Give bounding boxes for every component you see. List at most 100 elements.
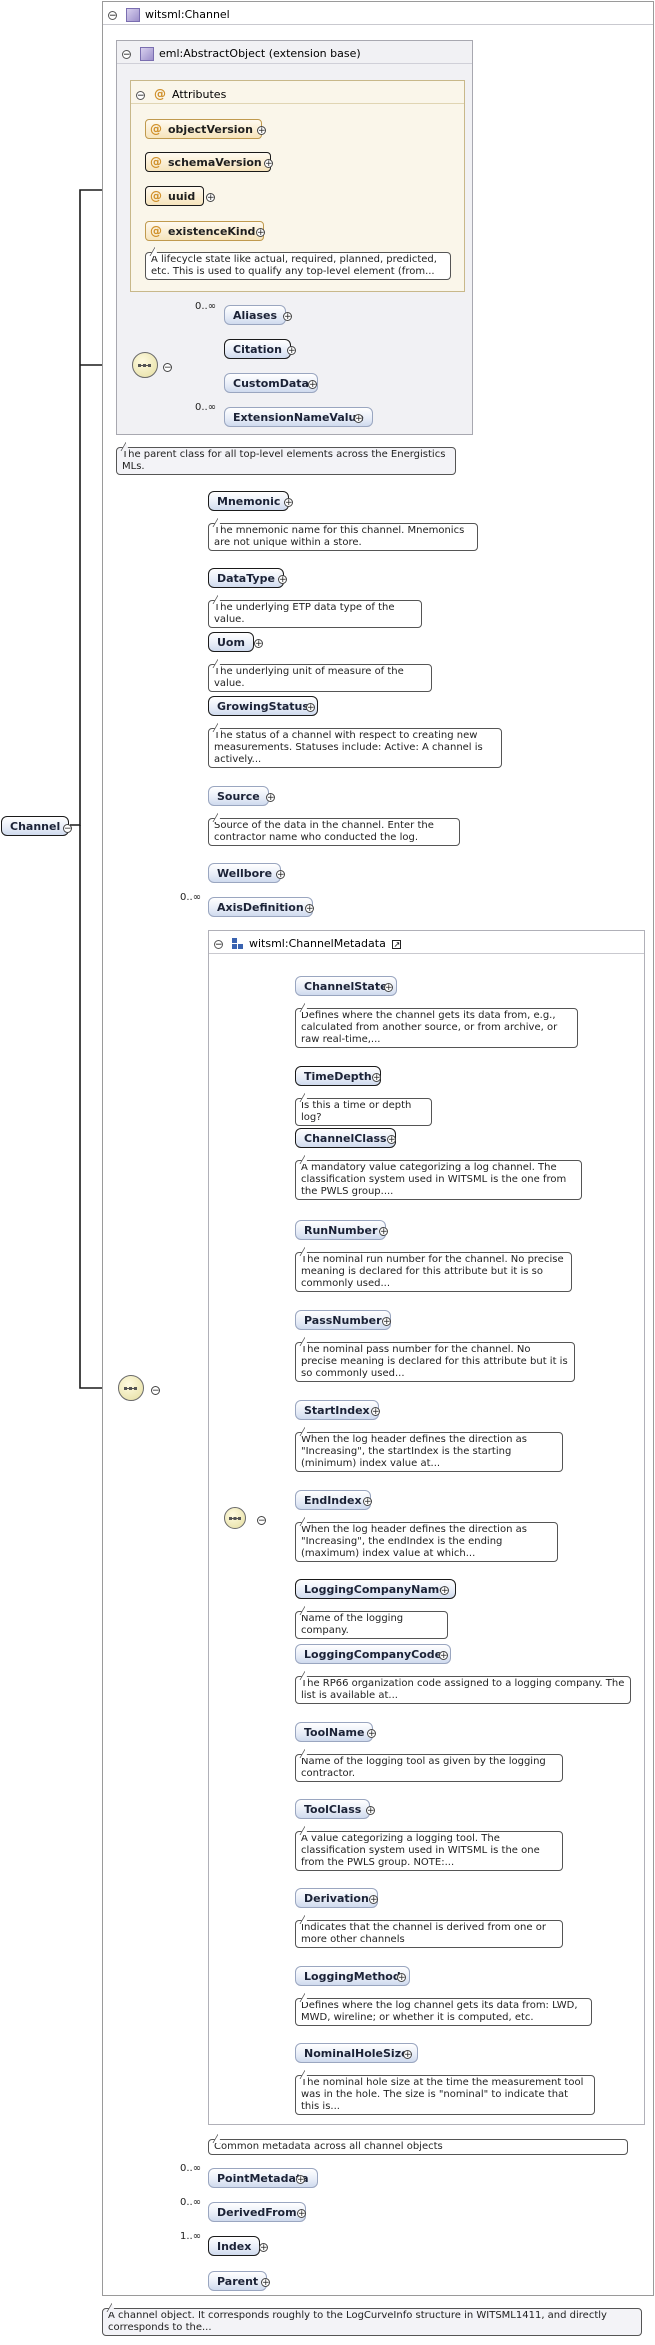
collapse-icon[interactable]: − [136,90,145,101]
metadata-logging-company-code[interactable]: LoggingCompanyCode [295,1644,452,1664]
element-mnemonic[interactable]: Mnemonic [208,491,290,511]
existence-kind-doc: A lifecycle state like actual, required,… [145,252,451,280]
expand-icon[interactable]: + [387,1135,396,1145]
element-citation[interactable]: Citation [224,339,291,359]
element-extension-name-value[interactable]: ExtensionNameValue [224,407,373,427]
metadata-nominal-hole-size[interactable]: NominalHoleSize [295,2043,418,2063]
run-number-doc: The nominal run number for the channel. … [295,1252,572,1292]
expand-icon[interactable]: + [206,193,215,203]
element-wellbore[interactable]: Wellbore [208,863,282,883]
element-uom[interactable]: Uom [208,632,254,652]
element-growing-status[interactable]: GrowingStatus [208,696,318,716]
expand-icon[interactable]: + [296,2175,305,2185]
metadata-end-index[interactable]: EndIndex [295,1490,371,1510]
element-custom-data[interactable]: CustomData [224,373,318,393]
expand-icon[interactable]: + [439,1651,448,1661]
expand-icon[interactable]: + [297,2209,306,2219]
abstract-title: eml:AbstractObject (extension base) [159,47,361,60]
root-element-channel[interactable]: Channel [1,816,70,836]
expand-icon[interactable]: + [403,2050,412,2060]
growing-status-doc: The status of a channel with respect to … [208,728,502,768]
expand-icon[interactable]: + [382,1317,391,1327]
sequence-compositor[interactable] [118,1375,144,1401]
expand-icon[interactable]: + [366,1806,375,1816]
abstract-object-doc: The parent class for all top-level eleme… [116,447,456,475]
metadata-channel-state[interactable]: ChannelState [295,976,397,996]
attribute-object-version[interactable]: @objectVersion [145,119,262,139]
complex-type-icon [232,938,244,950]
expand-icon[interactable]: + [372,1073,381,1083]
expand-icon[interactable]: + [287,346,296,356]
metadata-tool-class[interactable]: ToolClass [295,1799,371,1819]
sequence-compositor[interactable] [224,1507,246,1529]
metadata-tool-name[interactable]: ToolName [295,1722,374,1742]
pass-number-doc: The nominal pass number for the channel.… [295,1342,575,1382]
attribute-uuid[interactable]: @uuid [145,186,205,206]
expand-icon[interactable]: + [308,380,317,390]
metadata-derivation[interactable]: Derivation [295,1888,378,1908]
expand-icon[interactable]: + [254,639,263,649]
channel-state-doc: Defines where the channel gets its data … [295,1008,578,1048]
logging-method-doc: Defines where the log channel gets its d… [295,1998,592,2026]
expand-icon[interactable]: + [354,414,363,424]
collapse-icon[interactable]: − [151,1386,160,1396]
time-depth-doc: Is this a time or depth log? [295,1098,432,1126]
collapse-icon[interactable]: − [63,824,72,834]
attribute-at-icon: @ [150,122,162,136]
expand-icon[interactable]: + [440,1586,449,1596]
attribute-schema-version[interactable]: @schemaVersion [145,152,271,172]
metadata-logging-method[interactable]: LoggingMethod [295,1966,410,1986]
attribute-existence-kind[interactable]: @existenceKind [145,221,265,241]
channel-type-title: witsml:Channel [145,8,230,21]
element-parent[interactable]: Parent [208,2271,268,2291]
expand-icon[interactable]: + [276,870,285,880]
element-data-type[interactable]: DataType [208,568,284,588]
metadata-start-index[interactable]: StartIndex [295,1400,379,1420]
element-point-metadata[interactable]: PointMetadata [208,2168,318,2188]
sequence-icon [124,1387,137,1390]
collapse-icon[interactable]: − [214,939,223,950]
expand-icon[interactable]: + [367,1729,376,1739]
sequence-compositor[interactable] [132,352,158,378]
attribute-at-icon: @ [150,189,162,203]
sequence-icon [229,1517,241,1520]
expand-icon[interactable]: + [306,703,315,713]
expand-icon[interactable]: + [369,1895,378,1905]
expand-icon[interactable]: + [256,228,265,238]
collapse-icon[interactable]: − [163,363,172,373]
collapse-icon[interactable]: − [122,49,131,60]
attribute-at-icon: @ [154,87,166,101]
element-aliases[interactable]: Aliases [224,305,287,325]
element-index[interactable]: Index [208,2236,261,2256]
expand-icon[interactable]: + [305,904,314,914]
derivation-doc: Indicates that the channel is derived fr… [295,1920,563,1948]
expand-icon[interactable]: + [379,1227,388,1237]
expand-icon[interactable]: + [261,2278,270,2288]
start-index-doc: When the log header defines the directio… [295,1432,563,1472]
expand-icon[interactable]: + [283,312,292,322]
expand-icon[interactable]: + [397,1973,406,1983]
metadata-channel-class[interactable]: ChannelClass [295,1128,396,1148]
expand-icon[interactable]: + [264,159,273,169]
complex-type-icon [140,47,154,61]
metadata-time-depth[interactable]: TimeDepth [295,1066,381,1086]
element-source[interactable]: Source [208,786,269,806]
expand-icon[interactable]: + [371,1407,380,1417]
collapse-icon[interactable]: − [108,10,117,21]
element-axis-definition[interactable]: AxisDefinition [208,897,313,917]
expand-icon[interactable]: + [284,498,293,508]
open-link-icon[interactable]: ↗ [392,940,402,949]
expand-icon[interactable]: + [363,1497,372,1507]
metadata-logging-company-name[interactable]: LoggingCompanyName [295,1579,456,1599]
collapse-icon[interactable]: − [257,1516,266,1526]
cardinality-label: 0..∞ [180,2197,202,2208]
expand-icon[interactable]: + [259,2243,268,2253]
expand-icon[interactable]: + [384,983,393,993]
channel-class-doc: A mandatory value categorizing a log cha… [295,1160,582,1200]
expand-icon[interactable]: + [278,575,287,585]
expand-icon[interactable]: + [257,126,266,136]
metadata-run-number[interactable]: RunNumber [295,1220,387,1240]
element-derived-from[interactable]: DerivedFrom [208,2202,306,2222]
expand-icon[interactable]: + [266,793,275,803]
metadata-pass-number[interactable]: PassNumber [295,1310,391,1330]
